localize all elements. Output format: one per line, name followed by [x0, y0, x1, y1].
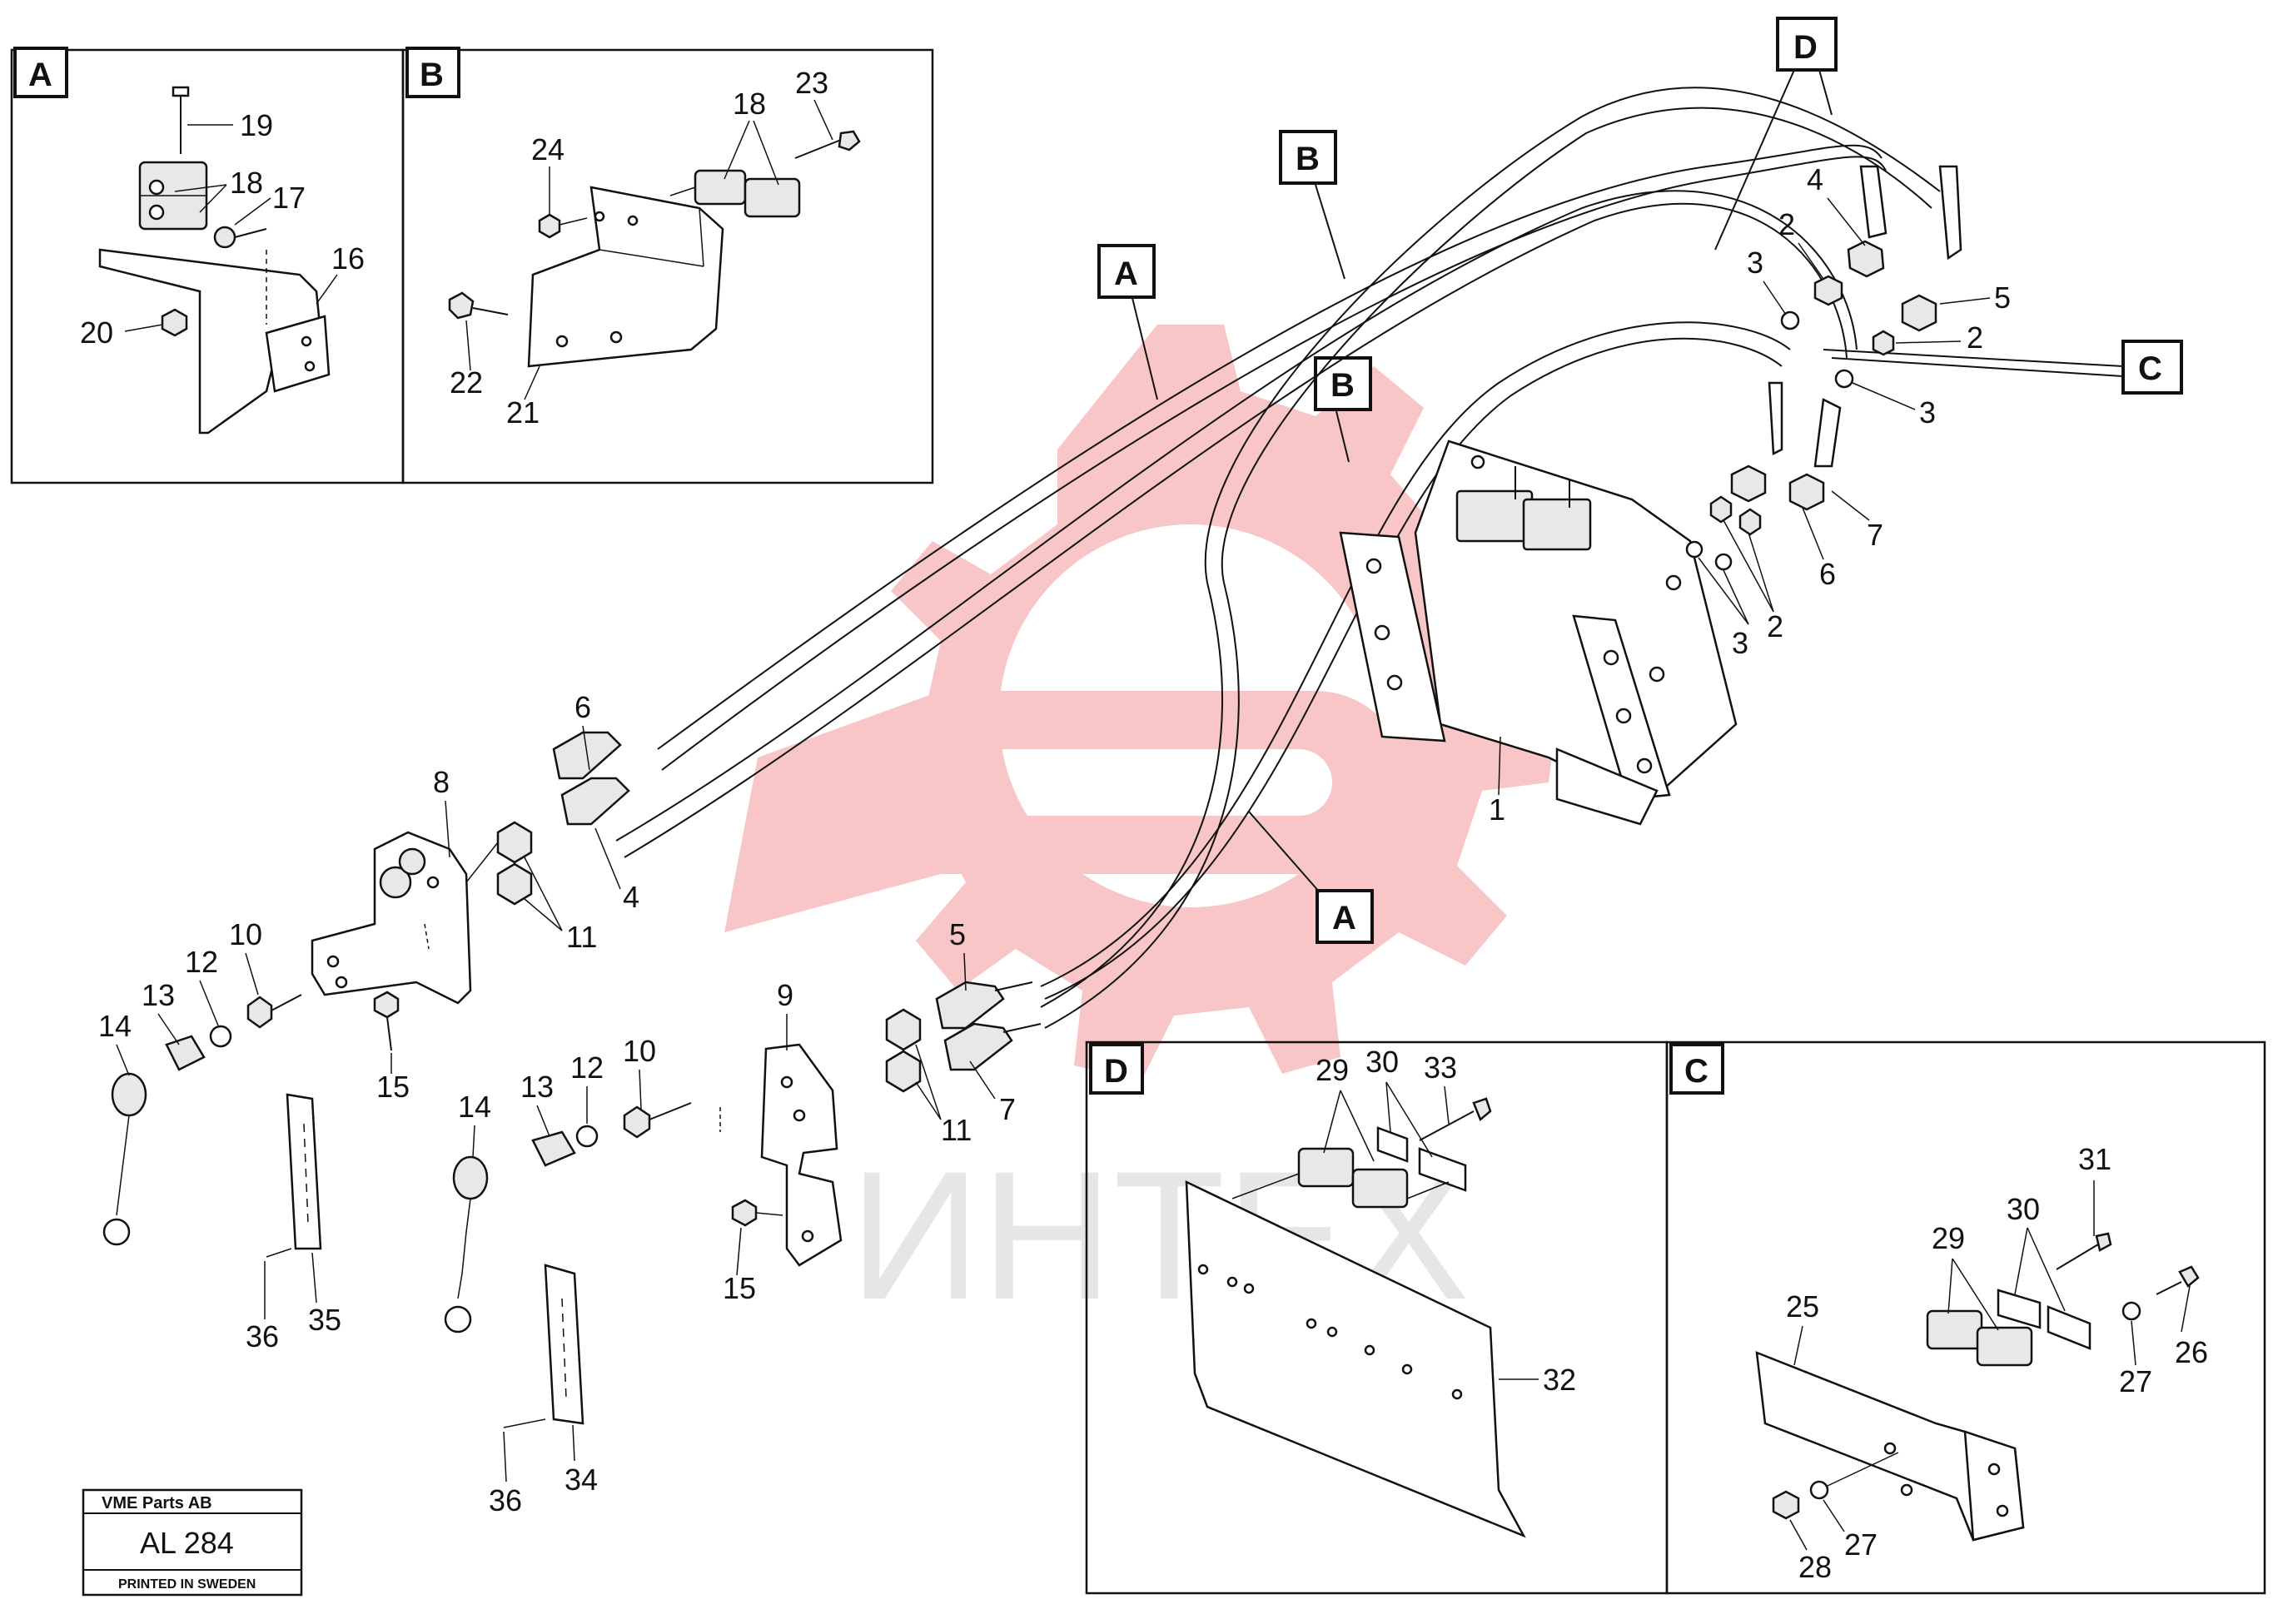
view-marker-a-upper: A: [1097, 244, 1158, 400]
part-callout: 33: [1424, 1050, 1457, 1085]
part-callout: 11: [566, 920, 597, 954]
view-marker-label: C: [2138, 350, 2162, 387]
part-callout: 4: [1807, 162, 1823, 196]
title-block: VME Parts AB AL 284 PRINTED IN SWEDEN: [82, 1488, 303, 1597]
part-callout: 13: [142, 978, 175, 1012]
part-callout: 36: [246, 1319, 279, 1353]
hose-lines: [615, 87, 1941, 1029]
part-callout: 25: [1786, 1289, 1819, 1324]
part-callout: 12: [185, 945, 218, 979]
part-callout: 14: [458, 1090, 491, 1124]
part-callout: 11: [941, 1113, 972, 1147]
watermark-gear-icon: ИНТЕХ: [724, 325, 1557, 1338]
part-callout: 27: [1844, 1527, 1878, 1562]
valve-block: 1: [1339, 440, 1738, 827]
part-callout: 20: [80, 315, 113, 350]
part-callout: 7: [999, 1092, 1016, 1126]
lower-bracket-assembly: [444, 981, 1042, 1428]
part-callout: 30: [2007, 1192, 2040, 1226]
part-callout: 5: [1994, 281, 2011, 315]
view-marker-c: C: [1823, 340, 2183, 395]
view-marker-a-lower: A: [1248, 811, 1374, 944]
detail-c-label: C: [1684, 1053, 1708, 1090]
detail-view-c: C 31 30 29 25 26 27 27 28: [1665, 1040, 2266, 1595]
part-callout: 23: [795, 66, 828, 100]
part-callout: 22: [450, 365, 483, 400]
detail-b-label: B: [420, 57, 444, 93]
part-callout: 18: [230, 166, 263, 200]
part-callout: 4: [623, 880, 639, 914]
part-callout: 24: [531, 132, 565, 166]
view-marker-label: A: [1332, 900, 1356, 936]
lower-bracket-callouts: 5 9 11 7 10 12 13 14 15 34 36: [458, 917, 1016, 1517]
part-callout: 3: [1732, 626, 1748, 660]
view-marker-label: B: [1330, 367, 1355, 404]
part-callout: 34: [565, 1463, 598, 1497]
part-callout: 5: [949, 917, 966, 951]
part-callout: 2: [1778, 207, 1795, 241]
detail-d-label: D: [1104, 1053, 1128, 1090]
part-callout: 15: [376, 1070, 410, 1104]
title-printed: PRINTED IN SWEDEN: [118, 1577, 256, 1592]
part-callout: 19: [240, 108, 273, 142]
part-callout: 18: [733, 87, 766, 121]
detail-view-a: A 19 18 17 16 20: [10, 47, 405, 484]
part-callout: 12: [570, 1050, 604, 1085]
view-marker-label: D: [1793, 29, 1818, 66]
part-callout: 9: [777, 978, 793, 1012]
part-callout: 1: [1489, 792, 1505, 827]
valve-callouts: 4 2 3 5 2 3 6 7 3 2: [1698, 162, 2011, 660]
part-callout: 32: [1543, 1363, 1576, 1397]
part-callout: 29: [1316, 1053, 1349, 1087]
title-company: VME Parts AB: [102, 1494, 212, 1512]
part-callout: 15: [723, 1271, 756, 1305]
view-marker-d-top: D: [1714, 17, 1838, 251]
part-callout: 17: [272, 181, 306, 215]
part-callout: 16: [331, 241, 365, 276]
part-callout: 14: [98, 1009, 132, 1043]
part-callout: 35: [308, 1303, 341, 1337]
left-bracket-callouts: 6 8 4 11 10 12 13 14 15 35 36: [98, 690, 639, 1353]
part-callout: 10: [623, 1034, 656, 1068]
part-callout: 7: [1867, 518, 1883, 552]
left-bracket-assembly: [102, 731, 630, 1258]
view-marker-label: A: [1114, 256, 1138, 292]
part-callout: 6: [1819, 557, 1836, 591]
part-callout: 3: [1919, 395, 1936, 430]
detail-view-d: D 29 30 33 32: [1085, 1040, 1669, 1595]
part-callout: 36: [489, 1483, 522, 1517]
part-callout: 13: [520, 1070, 554, 1104]
part-callout: 10: [229, 917, 262, 951]
part-callout: 29: [1932, 1221, 1965, 1255]
part-callout: 30: [1365, 1045, 1399, 1079]
view-marker-label: B: [1296, 141, 1320, 177]
part-callout: 2: [1967, 320, 1983, 355]
part-callout: 26: [2175, 1335, 2208, 1369]
detail-a-label: A: [28, 57, 52, 93]
view-marker-b-upper: B: [1279, 130, 1345, 280]
part-callout: 27: [2119, 1364, 2152, 1398]
valve-fittings: [1685, 165, 1962, 571]
part-callout: 6: [574, 690, 591, 724]
part-callout: 31: [2078, 1142, 2111, 1176]
part-callout: 28: [1798, 1550, 1832, 1584]
part-callout: 2: [1767, 609, 1783, 643]
part-callout: 3: [1747, 246, 1763, 280]
detail-view-b: B 18 23 24 22 21: [401, 47, 934, 484]
part-callout: 8: [433, 765, 450, 799]
title-code: AL 284: [140, 1526, 234, 1560]
part-callout: 21: [506, 395, 540, 430]
